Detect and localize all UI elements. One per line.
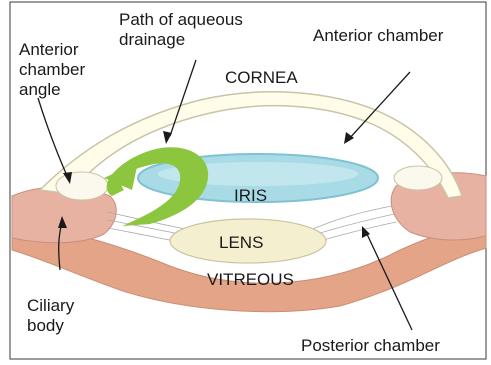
label-path-of-aqueous-drainage: Path of aqueous drainage [119,10,243,50]
angle-space-left [56,172,108,200]
label-vitreous: VITREOUS [207,270,294,290]
label-cornea: CORNEA [225,68,298,88]
label-lens: LENS [219,233,263,253]
leader-anterior-chamber-angle [38,98,68,178]
label-anterior-chamber: Anterior chamber [313,26,443,46]
label-anterior-chamber-angle: Anterior chamber angle [19,40,85,100]
angle-space-right [394,166,442,190]
label-posterior-chamber: Posterior chamber [301,336,440,356]
label-ciliary-body: Ciliary body [27,296,74,336]
leader-aqueous-drainage [170,60,196,136]
label-iris: IRIS [234,186,267,206]
